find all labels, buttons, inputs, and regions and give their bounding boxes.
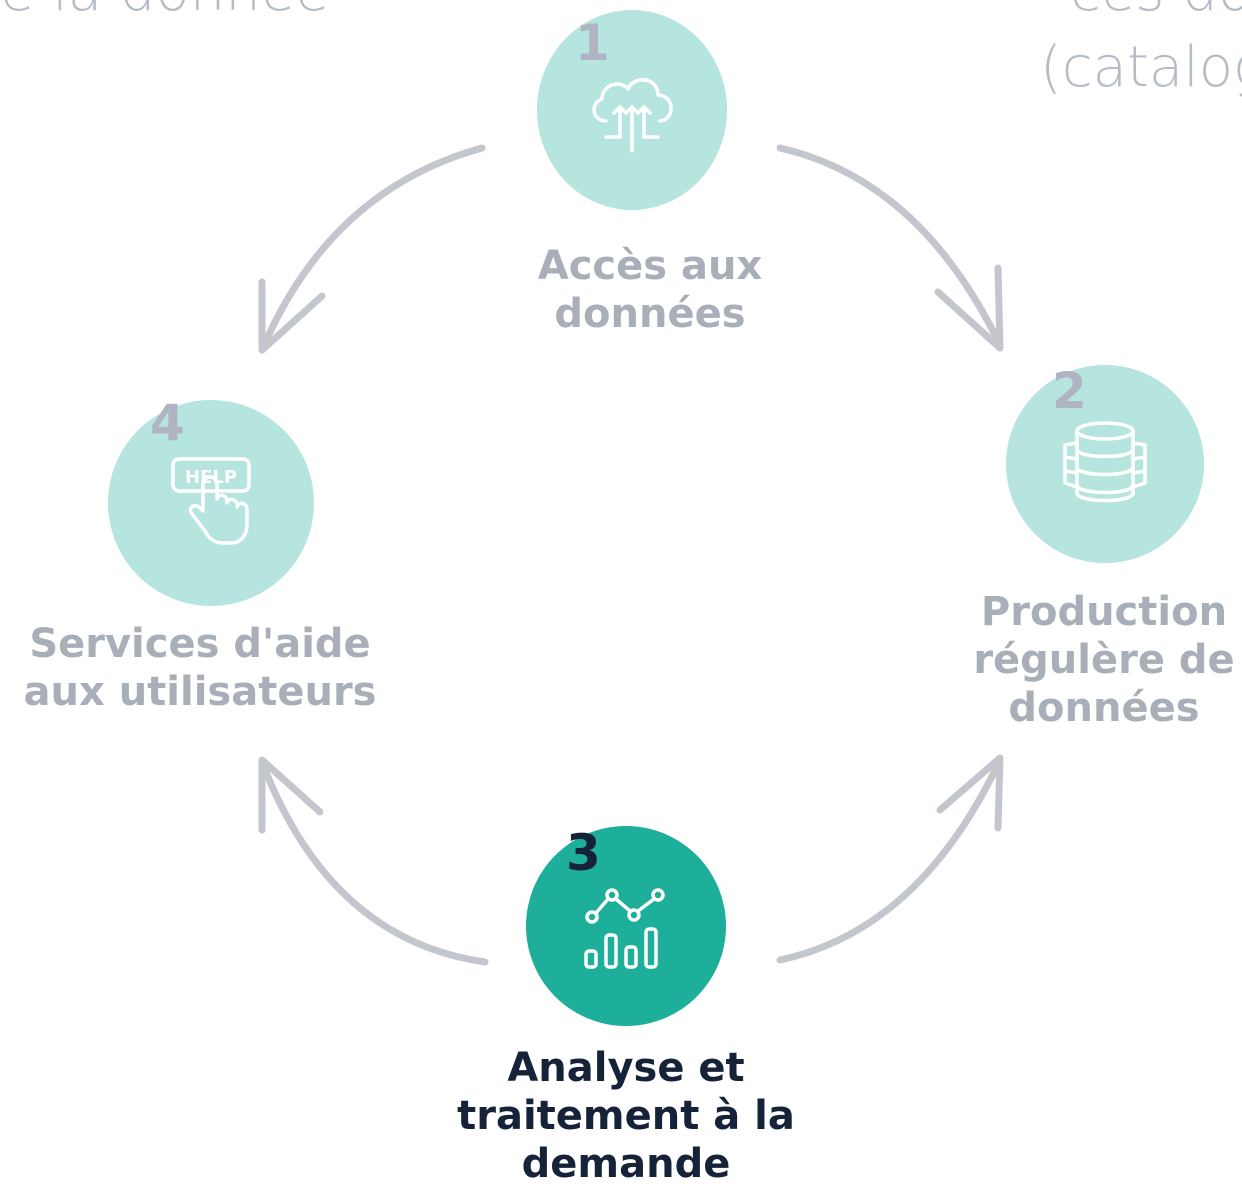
step-1-label-line2: données xyxy=(554,291,746,337)
step-4-label: Services d'aide aux utilisateurs xyxy=(10,620,390,716)
step-3-label: Analyse et traitement à la demande xyxy=(446,1044,806,1188)
step-4-label-line2: aux utilisateurs xyxy=(23,669,377,715)
step-1-circle xyxy=(537,10,727,210)
step-2-label: Production régulère de données xyxy=(966,588,1242,732)
help-icon-text: HELP xyxy=(185,467,237,488)
arrowhead-1-to-4 xyxy=(258,278,326,354)
step-4-circle: HELP xyxy=(108,400,314,606)
step-1-label: Accès aux données xyxy=(492,242,808,338)
arrowhead-1-to-2 xyxy=(934,264,1004,352)
step-2-label-line1: Production xyxy=(980,589,1228,635)
arrow-3-to-4 xyxy=(258,758,489,966)
clipped-heading-right-line2: (catalog xyxy=(1040,35,1242,100)
step-2-label-line3: données xyxy=(1008,685,1200,731)
step-3-label-line3: demande xyxy=(521,1141,731,1187)
step-3-number: 3 xyxy=(566,824,601,882)
clipped-heading-right-line1: ces do xyxy=(1070,0,1242,24)
database-icon xyxy=(1063,421,1147,503)
arrowhead-3-to-2 xyxy=(936,754,1004,832)
step-1-number: 1 xyxy=(575,14,610,72)
step-2-number: 2 xyxy=(1052,362,1087,420)
step-3-label-line1: Analyse et xyxy=(507,1045,745,1091)
step-3-label-line2: traitement à la xyxy=(457,1093,795,1139)
step-2-label-line2: régulère de xyxy=(973,637,1235,683)
help-hand-icon: HELP xyxy=(171,457,251,545)
cloud-upload-icon xyxy=(592,78,673,153)
clipped-heading-left: e la donnée xyxy=(0,0,330,24)
arrow-1-to-4 xyxy=(258,144,486,354)
arrowhead-3-to-4 xyxy=(258,756,324,834)
step-4-label-line1: Services d'aide xyxy=(29,621,371,667)
step-4-number: 4 xyxy=(150,394,185,452)
step-1-label-line1: Accès aux xyxy=(537,243,763,289)
arrow-3-to-2 xyxy=(776,756,1004,964)
analytics-chart-icon xyxy=(584,888,665,969)
step-2-circle xyxy=(1006,365,1204,563)
arrow-1-to-2 xyxy=(776,144,1004,349)
step-3-circle xyxy=(526,826,726,1026)
